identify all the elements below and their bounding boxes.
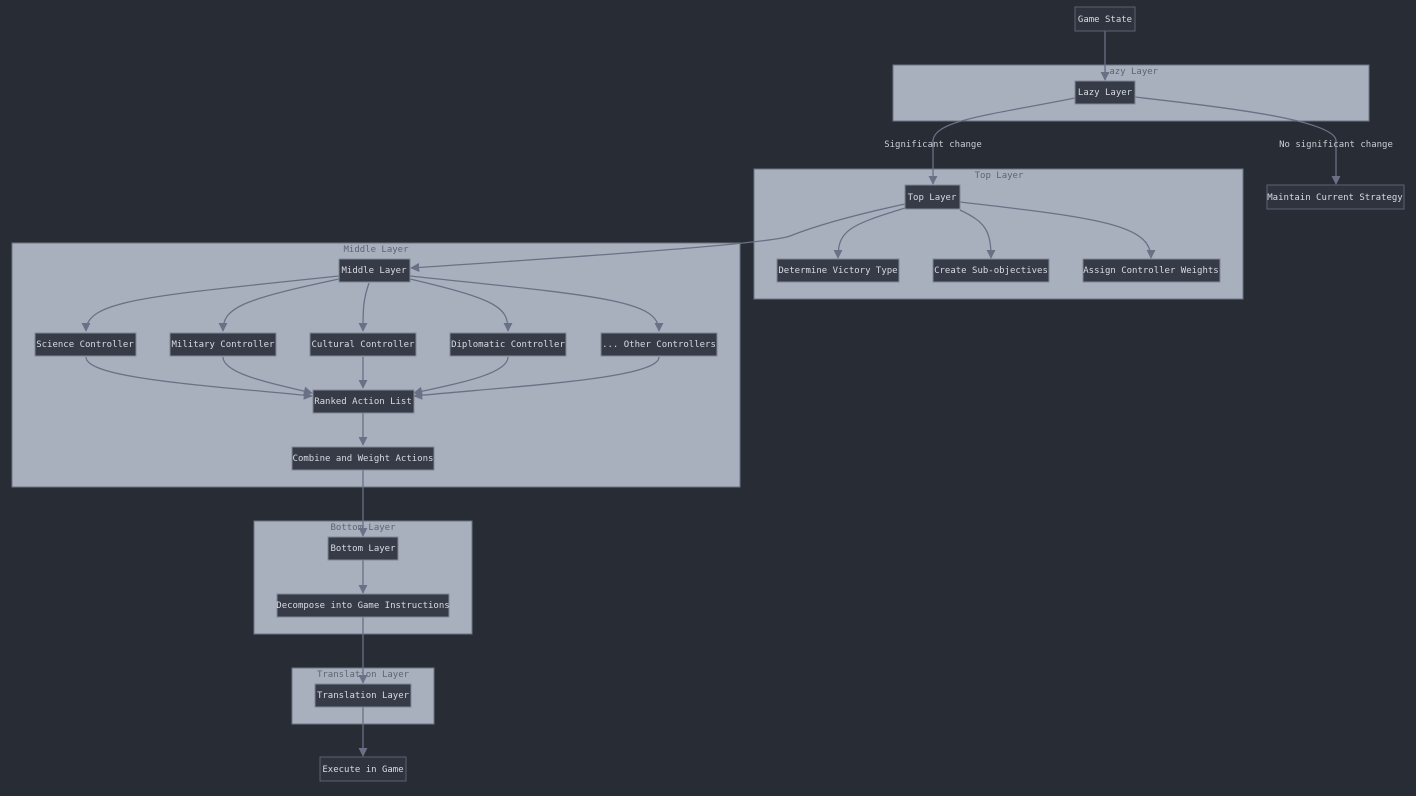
cluster-lazy-label: Lazy Layer (1104, 67, 1159, 77)
cluster-middle-layer: Middle Layer (11, 242, 741, 488)
node-bottom-layer-label: Bottom Layer (330, 544, 396, 554)
node-combine-weight-label: Combine and Weight Actions (293, 454, 434, 464)
node-game-state: Game State (1074, 6, 1136, 32)
edge-other-to-ranked (413, 356, 660, 400)
node-assign-weights-label: Assign Controller Weights (1083, 266, 1218, 276)
edge-label-no-significant-change: No significant change (1279, 140, 1393, 150)
edge-top-to-victory (833, 207, 906, 259)
node-translation-layer: Translation Layer (314, 683, 412, 708)
node-military-controller-label: Military Controller (172, 340, 276, 350)
edge-top-to-weights (959, 201, 1156, 259)
node-other-controllers: ... Other Controllers (600, 332, 718, 357)
node-other-controllers-label: ... Other Controllers (602, 340, 716, 350)
node-bottom-layer: Bottom Layer (327, 536, 399, 561)
node-top-layer: Top Layer (904, 184, 961, 210)
edges (81, 31, 1341, 757)
node-cultural-controller: Cultural Controller (309, 332, 417, 357)
node-science-controller: Science Controller (34, 332, 137, 357)
node-translation-layer-label: Translation Layer (317, 691, 410, 701)
node-decompose: Decompose into Game Instructions (276, 593, 450, 618)
node-create-subobjectives-label: Create Sub-objectives (934, 266, 1048, 276)
node-cultural-controller-label: Cultural Controller (312, 340, 416, 350)
edge-top-to-middle (410, 203, 906, 272)
node-execute-in-game-label: Execute in Game (322, 765, 403, 775)
node-ranked-action-list-label: Ranked Action List (314, 397, 412, 407)
edge-diplomatic-to-ranked (413, 356, 509, 396)
node-maintain-strategy: Maintain Current Strategy (1266, 184, 1405, 210)
edge-middle-to-science (81, 275, 340, 332)
edge-middle-to-military (218, 278, 340, 332)
node-create-subobjectives: Create Sub-objectives (932, 258, 1050, 283)
edge-lazy-to-top (928, 97, 1076, 185)
node-maintain-strategy-label: Maintain Current Strategy (1267, 193, 1403, 203)
node-determine-victory-label: Determine Victory Type (778, 266, 897, 276)
cluster-middle-label: Middle Layer (343, 245, 409, 255)
node-assign-weights: Assign Controller Weights (1082, 258, 1221, 283)
node-middle-layer-label: Middle Layer (341, 266, 407, 276)
node-combine-weight: Combine and Weight Actions (291, 446, 435, 471)
node-execute-in-game: Execute in Game (319, 756, 407, 782)
node-middle-layer: Middle Layer (338, 258, 411, 283)
edge-top-to-subobjectives (959, 209, 996, 259)
node-decompose-label: Decompose into Game Instructions (276, 601, 449, 611)
node-game-state-label: Game State (1078, 15, 1132, 25)
node-top-layer-label: Top Layer (908, 193, 957, 203)
edge-military-to-ranked (222, 356, 313, 396)
node-lazy-layer: Lazy Layer (1074, 80, 1136, 105)
node-determine-victory: Determine Victory Type (776, 258, 900, 283)
node-diplomatic-controller: Diplomatic Controller (449, 332, 567, 357)
cluster-top-label: Top Layer (975, 171, 1024, 181)
edge-lazy-to-maintain (1134, 96, 1341, 185)
node-ranked-action-list: Ranked Action List (312, 389, 415, 414)
edge-middle-to-diplomatic (409, 278, 513, 332)
node-diplomatic-controller-label: Diplomatic Controller (451, 340, 565, 350)
edge-middle-to-cultural (358, 282, 370, 332)
edge-middle-to-other (409, 275, 664, 332)
node-lazy-layer-label: Lazy Layer (1078, 88, 1133, 98)
node-military-controller: Military Controller (169, 332, 277, 357)
edge-science-to-ranked (85, 356, 313, 400)
edge-label-significant-change: Significant change (884, 140, 982, 150)
node-science-controller-label: Science Controller (36, 340, 134, 350)
